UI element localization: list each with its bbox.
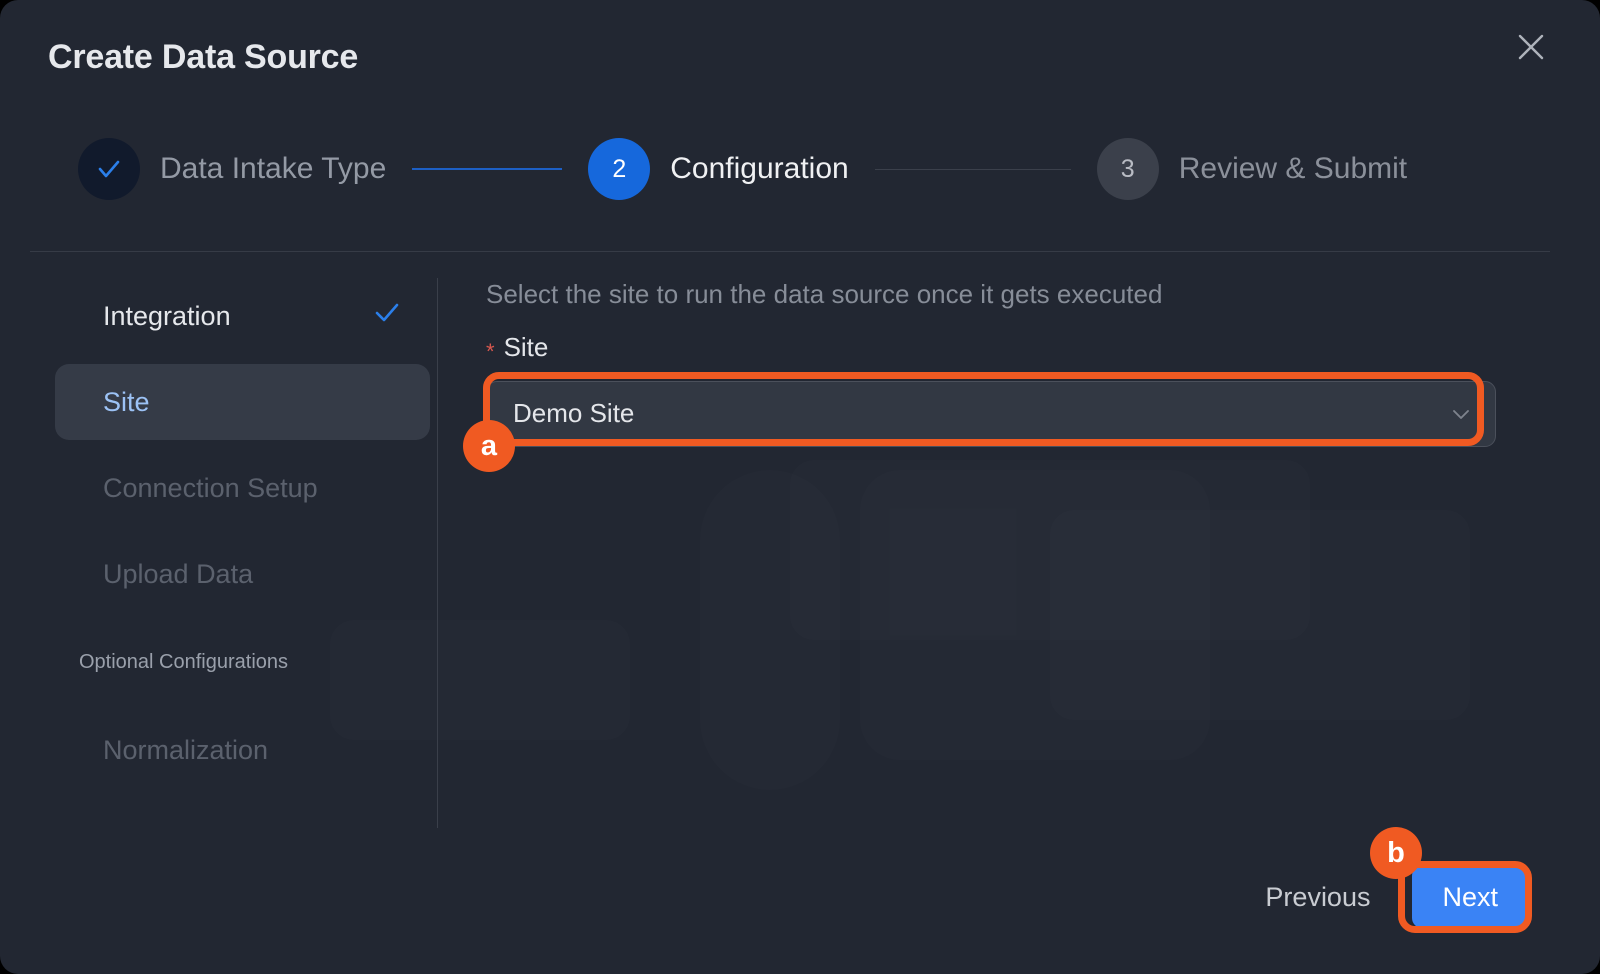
sidebar-item-site[interactable]: Site [55, 364, 430, 440]
step-1-label: Data Intake Type [160, 152, 387, 185]
sidebar-item-normalization[interactable]: Normalization [55, 712, 430, 788]
sidebar-spacer [55, 440, 430, 450]
background-ghost-shape [790, 460, 1310, 640]
sidebar-item-integration[interactable]: Integration [55, 278, 430, 354]
step-connector-2 [874, 168, 1071, 170]
sidebar-group-label: Optional Configurations [79, 650, 289, 673]
required-marker: * [486, 338, 495, 364]
chevron-down-icon [1449, 402, 1473, 426]
page-title: Create Data Source [48, 38, 359, 76]
background-ghost-shape [700, 470, 840, 790]
step-2-number: 2 [588, 138, 651, 200]
sidebar-item-upload-data[interactable]: Upload Data [55, 536, 430, 612]
step-connector-1 [412, 168, 563, 170]
site-select-value: Demo Site [513, 398, 635, 429]
sidebar-divider [437, 278, 438, 828]
next-button[interactable]: Next [1412, 866, 1528, 928]
check-icon [372, 298, 402, 334]
sidebar-spacer [55, 526, 430, 536]
step-configuration[interactable]: 2 Configuration [588, 138, 849, 200]
step-review-submit[interactable]: 3 Review & Submit [1096, 138, 1408, 200]
close-icon[interactable] [1512, 28, 1550, 66]
sidebar-item-label: Normalization [103, 734, 269, 765]
config-sidebar: Integration Site Connection Setup Upload… [55, 278, 430, 788]
sidebar-spacer [55, 612, 430, 634]
site-label-text: Site [503, 331, 549, 362]
background-ghost-shape [860, 470, 1210, 760]
background-ghost-shape [1050, 510, 1470, 720]
sidebar-item-label: Upload Data [103, 558, 254, 589]
configuration-form: Select the site to run the data source o… [486, 278, 1496, 447]
step-data-intake-type[interactable]: Data Intake Type [78, 138, 386, 200]
sidebar-spacer [55, 690, 430, 712]
sidebar-item-label: Site [103, 386, 150, 417]
sidebar-item-label: Integration [103, 300, 231, 331]
sidebar-item-connection-setup[interactable]: Connection Setup [55, 450, 430, 526]
step-3-number: 3 [1096, 138, 1159, 200]
wizard-footer: Previous Next [1265, 866, 1528, 928]
wizard-stepper: Data Intake Type 2 Configuration 3 Revie… [78, 138, 1518, 200]
site-field-label: * Site [486, 332, 1496, 363]
site-select[interactable]: Demo Site [486, 380, 1496, 447]
step-1-check-icon [78, 138, 140, 200]
step-3-label: Review & Submit [1178, 152, 1408, 185]
sidebar-item-label: Connection Setup [103, 472, 318, 503]
form-hint-text: Select the site to run the data source o… [486, 279, 1163, 309]
sidebar-spacer [55, 354, 430, 364]
previous-button[interactable]: Previous [1265, 881, 1371, 912]
header-divider [30, 251, 1550, 252]
step-2-label: Configuration [670, 152, 849, 185]
